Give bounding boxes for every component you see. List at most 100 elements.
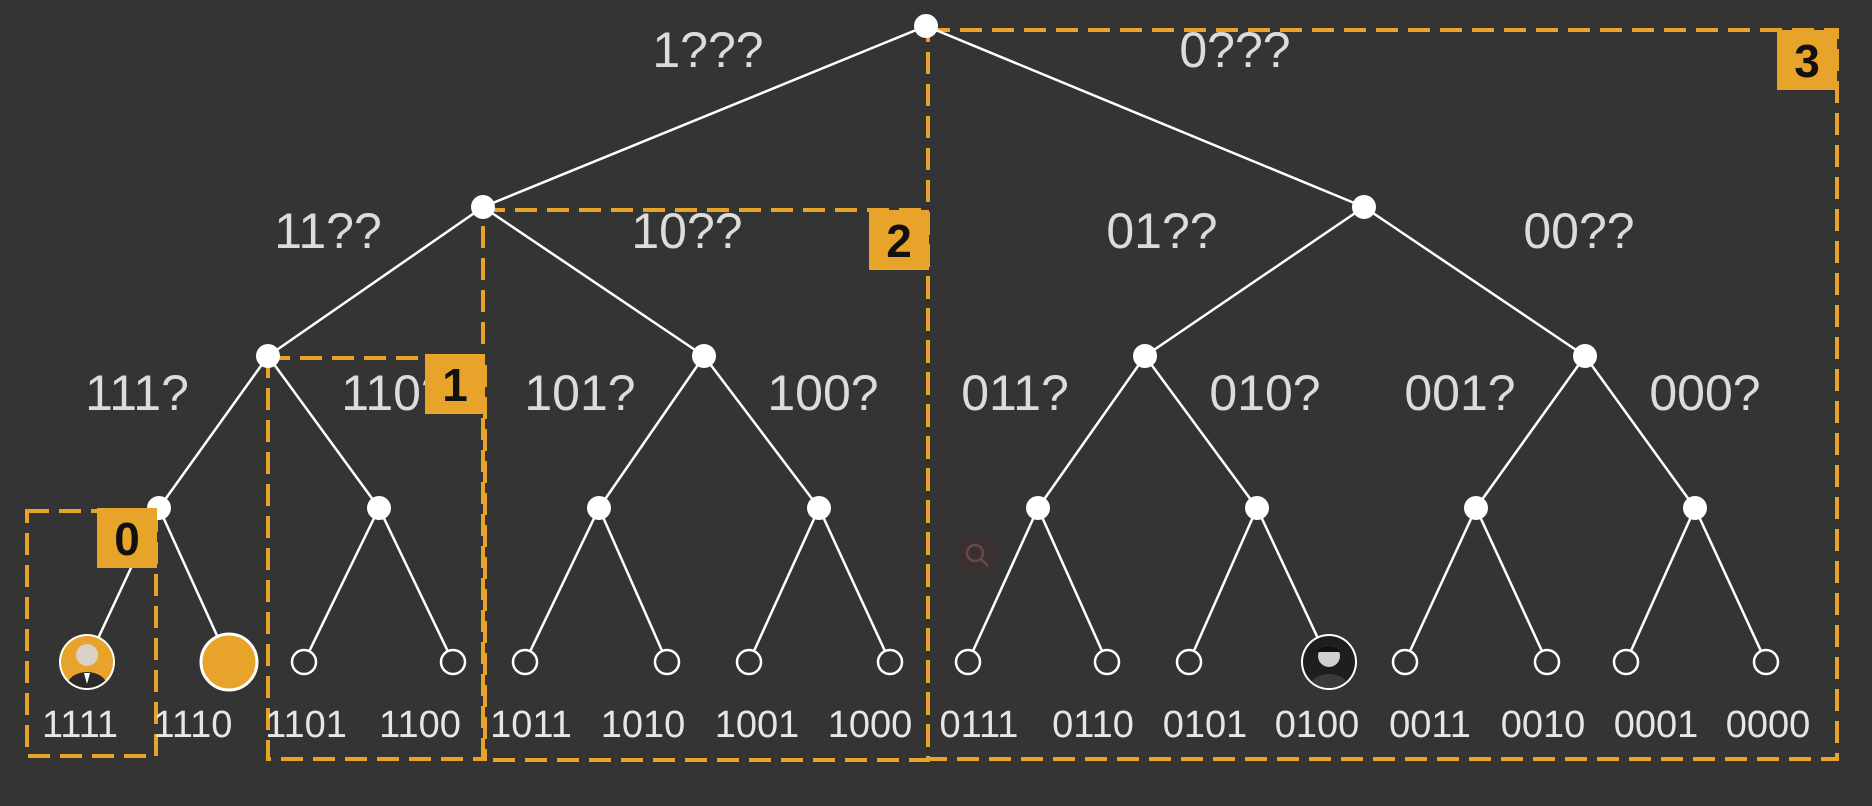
edge bbox=[1036, 507, 1109, 663]
internal-node bbox=[1573, 344, 1597, 368]
leaf-label: 0101 bbox=[1163, 704, 1248, 746]
level3-label: 001? bbox=[1404, 365, 1515, 421]
edge bbox=[1624, 507, 1697, 663]
edge bbox=[482, 24, 927, 209]
edge bbox=[266, 355, 381, 509]
leaf-label: 0001 bbox=[1614, 704, 1699, 746]
bucket-boxes bbox=[25, 28, 1839, 762]
leaf-node bbox=[439, 648, 467, 676]
leaf-node bbox=[1533, 648, 1561, 676]
edge bbox=[966, 507, 1040, 663]
person-avatar-icon bbox=[59, 634, 115, 690]
leaf-node-filled bbox=[199, 632, 259, 692]
leaf-node bbox=[1391, 648, 1419, 676]
internal-node bbox=[1683, 496, 1707, 520]
bucket-badge-label: 2 bbox=[886, 215, 912, 267]
edge bbox=[377, 507, 455, 663]
leaf-label: 0000 bbox=[1726, 704, 1811, 746]
bucket-badge-3: 3 bbox=[1777, 30, 1837, 90]
edge bbox=[1143, 355, 1259, 509]
level2-label: 11?? bbox=[274, 203, 382, 259]
leaf-label: 0100 bbox=[1275, 704, 1360, 746]
edge bbox=[1187, 507, 1259, 663]
edge bbox=[1474, 507, 1549, 663]
internal-node bbox=[1245, 496, 1269, 520]
edge bbox=[817, 507, 892, 663]
internal-node bbox=[1352, 195, 1376, 219]
leaf-label: 1001 bbox=[715, 704, 800, 746]
edge bbox=[1583, 355, 1697, 509]
edge bbox=[1144, 205, 1365, 358]
leaf-label: 1111 bbox=[42, 704, 118, 746]
leaf-node bbox=[954, 648, 982, 676]
leaf-label: 1000 bbox=[828, 704, 913, 746]
bucket-badge-label: 0 bbox=[114, 513, 140, 565]
root-node bbox=[914, 14, 938, 38]
edge bbox=[267, 205, 484, 358]
leaf-label: 0110 bbox=[1052, 704, 1134, 746]
internal-node bbox=[471, 195, 495, 219]
level2-label: 01?? bbox=[1106, 203, 1217, 259]
edge bbox=[482, 205, 705, 358]
level2-label: 00?? bbox=[1523, 203, 1634, 259]
bucket-0-box bbox=[25, 509, 158, 758]
prefix-labels: 1??? 0??? 11?? 10?? 01?? 00?? 111? 110? … bbox=[85, 22, 1761, 421]
edge bbox=[1363, 205, 1586, 358]
level3-label: 101? bbox=[524, 365, 635, 421]
internal-node bbox=[1464, 496, 1488, 520]
person-avatar-icon bbox=[1301, 634, 1357, 690]
internal-node bbox=[256, 344, 280, 368]
internal-node bbox=[692, 344, 716, 368]
bucket-badges: 0 1 2 3 bbox=[97, 30, 1837, 568]
bucket-badge-2: 2 bbox=[869, 210, 929, 270]
edge bbox=[703, 355, 820, 509]
leaf-label: 0111 bbox=[940, 704, 1019, 746]
edge bbox=[1693, 507, 1768, 663]
leaf-node bbox=[653, 648, 681, 676]
level2-label: 10?? bbox=[631, 203, 742, 259]
root-label-left: 1??? bbox=[652, 22, 763, 78]
bucket-badge-0: 0 bbox=[97, 508, 157, 568]
internal-node bbox=[807, 496, 831, 520]
edge bbox=[597, 355, 706, 509]
search-icon[interactable] bbox=[959, 537, 995, 573]
internal-node bbox=[1026, 496, 1050, 520]
bucket-badge-1: 1 bbox=[425, 354, 485, 414]
leaf-label: 1010 bbox=[601, 704, 686, 746]
root-label-right: 0??? bbox=[1179, 22, 1290, 78]
leaf-node bbox=[511, 648, 539, 676]
level3-label: 011? bbox=[961, 365, 1069, 421]
edge bbox=[1474, 355, 1587, 509]
edge bbox=[523, 507, 601, 663]
level3-label: 100? bbox=[767, 365, 878, 421]
edge bbox=[1403, 507, 1478, 663]
leaf-label: 1011 bbox=[490, 704, 572, 746]
leaf-node bbox=[735, 648, 763, 676]
leaf-node bbox=[1752, 648, 1780, 676]
leaf-node bbox=[290, 648, 318, 676]
edge bbox=[597, 507, 669, 663]
leaf-label: 0011 bbox=[1389, 704, 1471, 746]
leaf-label: 0010 bbox=[1501, 704, 1586, 746]
tree-nodes bbox=[147, 14, 1707, 520]
bucket-2-box bbox=[481, 208, 930, 762]
leaf-nodes bbox=[59, 632, 1780, 692]
leaf-labels: 1111 1110 1101 1100 1011 1010 1001 1000 … bbox=[42, 704, 1810, 746]
level3-label: 010? bbox=[1209, 365, 1320, 421]
leaf-node bbox=[876, 648, 904, 676]
internal-node bbox=[1133, 344, 1157, 368]
edge bbox=[1255, 507, 1331, 663]
edge bbox=[302, 507, 381, 663]
leaf-label: 1110 bbox=[154, 704, 233, 746]
internal-node bbox=[367, 496, 391, 520]
leaf-node bbox=[1093, 648, 1121, 676]
leaf-label: 1100 bbox=[379, 704, 461, 746]
internal-node bbox=[587, 496, 611, 520]
leaf-node bbox=[1612, 648, 1640, 676]
bucket-3-box bbox=[926, 28, 1839, 761]
edge bbox=[157, 355, 270, 509]
level3-label: 111? bbox=[85, 365, 189, 421]
leaf-node bbox=[1175, 648, 1203, 676]
